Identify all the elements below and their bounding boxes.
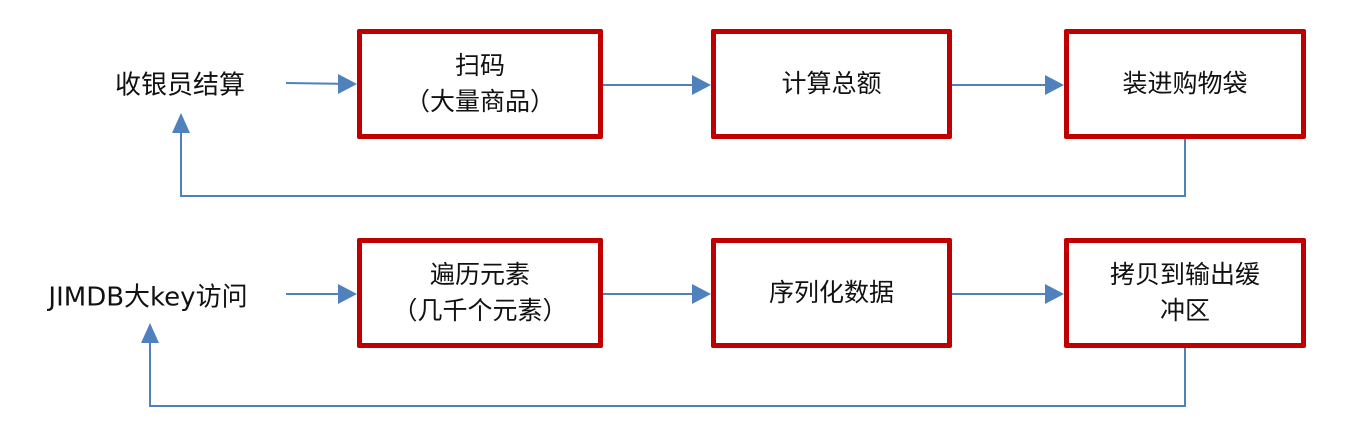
step-serialize: 序列化数据 xyxy=(711,238,952,348)
step-text: 装进购物袋 xyxy=(1122,69,1248,98)
step-text: 序列化数据 xyxy=(768,278,894,307)
step-text: 拷贝到输出缓 xyxy=(1109,260,1260,289)
feedback-arrow-row2 xyxy=(149,326,1186,407)
step-text: （大量商品） xyxy=(404,87,555,116)
step-traverse: 遍历元素 （几千个元素） xyxy=(357,238,603,348)
step-text: 扫码 xyxy=(454,51,505,80)
step-text: 计算总额 xyxy=(781,69,882,98)
step-total: 计算总额 xyxy=(711,29,952,139)
step-text: 遍历元素 xyxy=(429,260,530,289)
row2-label: JIMDB大key访问 xyxy=(48,282,248,313)
step-bag: 装进购物袋 xyxy=(1064,29,1306,139)
feedback-arrow-row1 xyxy=(180,116,1186,197)
step-text: （几千个元素） xyxy=(392,296,568,325)
step-scan: 扫码 （大量商品） xyxy=(357,29,603,139)
step-copy-buffer: 拷贝到输出缓 冲区 xyxy=(1064,238,1306,348)
step-text: 冲区 xyxy=(1159,296,1210,325)
row1-label: 收银员结算 xyxy=(114,70,246,101)
